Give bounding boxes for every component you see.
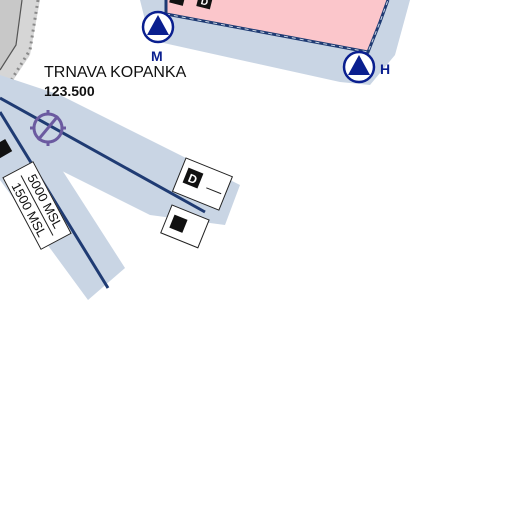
svg-text:D: D: [200, 0, 210, 9]
reporting-point-triangle-icon: [342, 50, 376, 84]
corridor-class-badge-left: [0, 139, 13, 159]
navaid-icon: [30, 110, 66, 146]
reporting-point-label-h: H: [380, 61, 391, 77]
airway-boundary-line: [0, 96, 206, 214]
corridor-band-south: [0, 110, 125, 300]
restricted-area: [0, 0, 40, 90]
corridor-limit-box: [160, 204, 210, 249]
controlled-zone: [164, 0, 390, 54]
zone-class-badge: [169, 0, 187, 6]
zone-class-badge: D: [196, 0, 214, 10]
reporting-point-triangle-icon: [141, 10, 175, 44]
corridor-limit-box: D: [171, 157, 234, 211]
airspace-frequency: 123.500: [44, 83, 95, 99]
reporting-point-label-m: M: [151, 48, 163, 64]
airspace-name: TRNAVA KOPANKA: [44, 64, 187, 81]
